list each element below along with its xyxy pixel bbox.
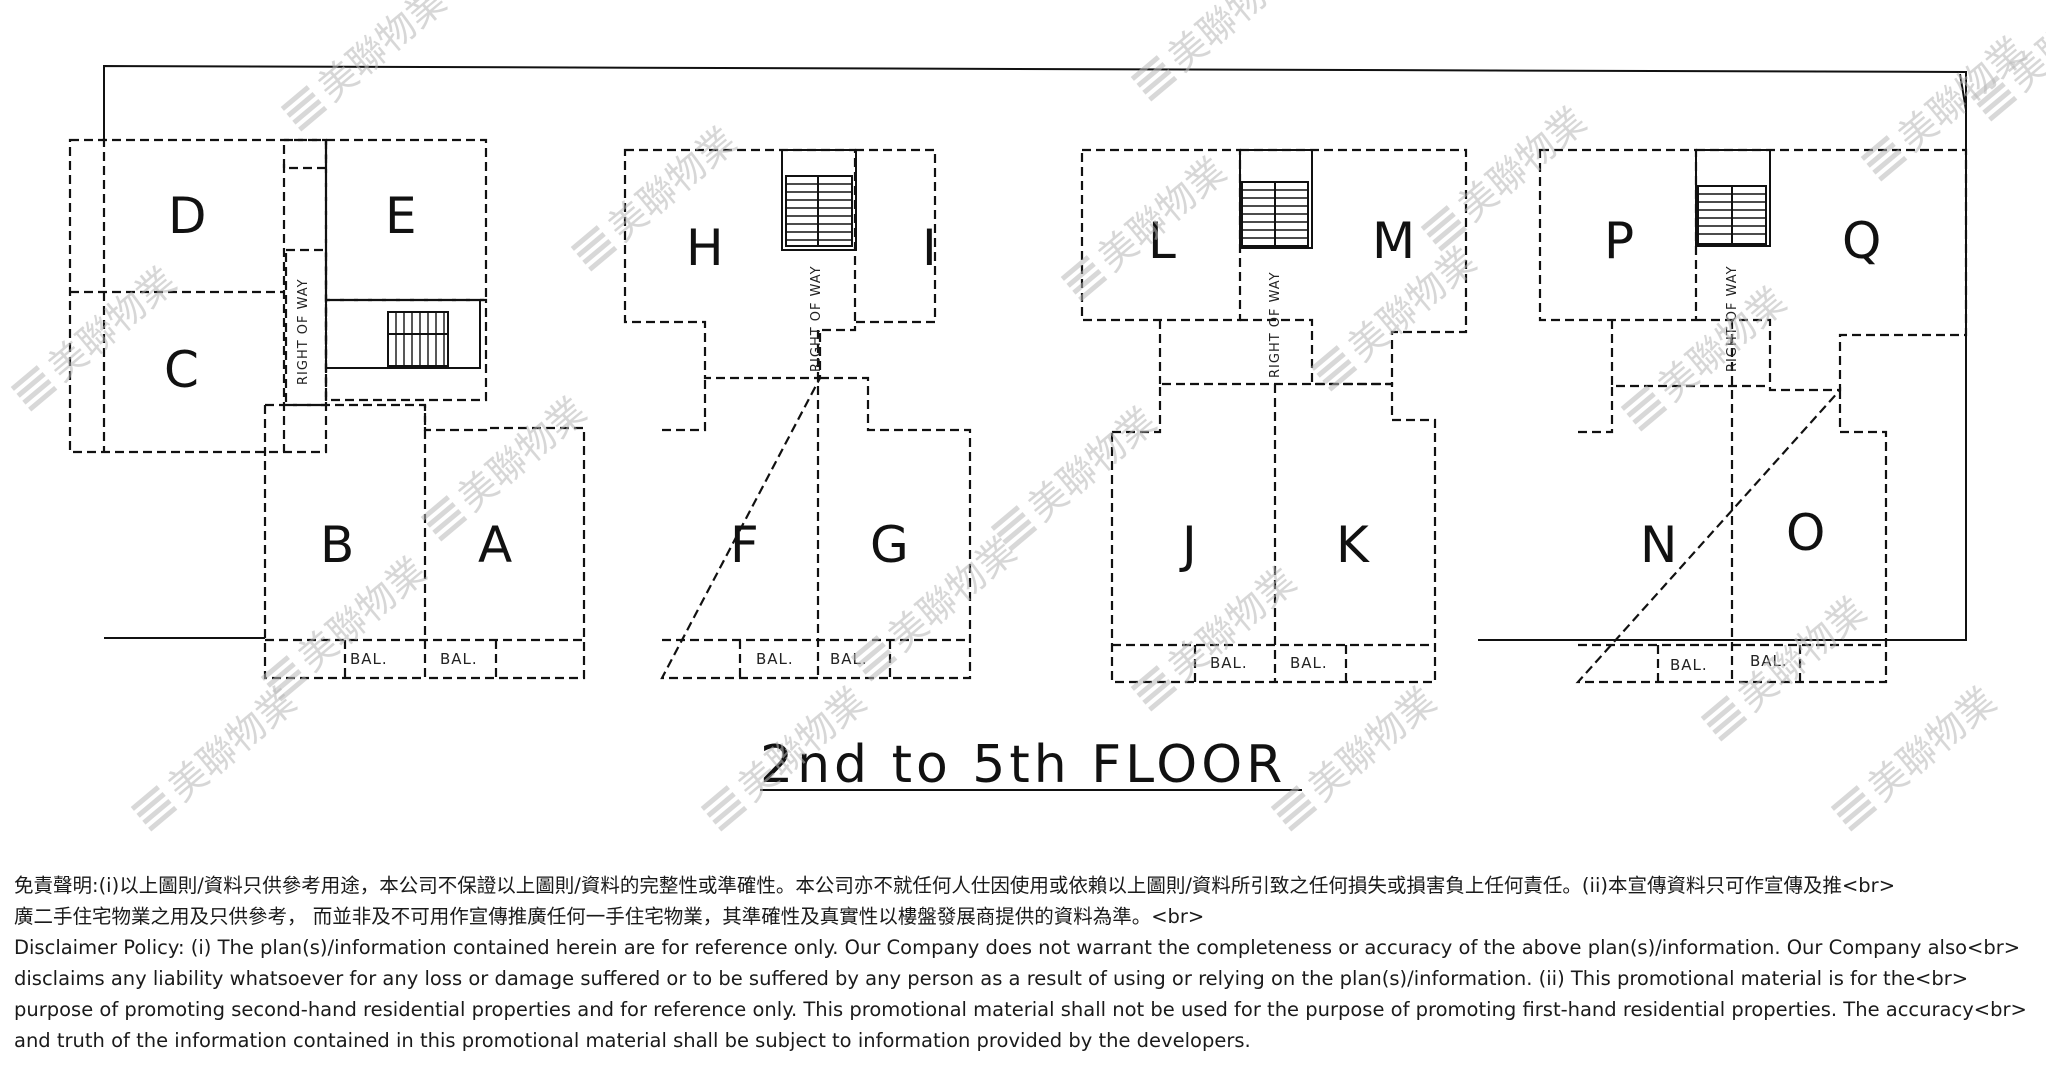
watermark-logo: 美聯物業: [1700, 588, 1874, 742]
unit-label-q: Q: [1842, 212, 1881, 270]
staircase-block-3: [1239, 149, 1313, 249]
balcony-label-a: BAL.: [440, 650, 478, 668]
balcony-label-f: BAL.: [756, 650, 794, 668]
unit-label-d: D: [168, 187, 207, 245]
balcony-label-n: BAL.: [1670, 656, 1708, 674]
unit-label-p: P: [1604, 212, 1634, 270]
watermark-logo: 美聯物業: [1620, 278, 1794, 432]
unit-label-h: H: [686, 219, 724, 277]
unit-label-e: E: [385, 187, 417, 245]
disclaimer-line-2: 廣二手住宅物業之用及只供參考， 而並非及不可用作宣傳推廣任何一手住宅物業，其準確…: [14, 905, 1205, 928]
watermark-text: 美聯物業: [1160, 0, 1305, 80]
watermark-logo: 美聯物業: [280, 0, 455, 132]
disclaimer-line-3: Disclaimer Policy: (i) The plan(s)/infor…: [14, 936, 2021, 959]
unit-label-m: M: [1372, 212, 1415, 270]
watermark-text: 美聯物業: [1300, 678, 1445, 809]
unit-label-g: G: [870, 516, 909, 574]
disclaimer-line-4: disclaims any liability whatsoever for a…: [14, 967, 1969, 990]
watermark-logo: 美聯物業: [1270, 678, 1445, 832]
watermark-logo: 美聯物業: [130, 678, 305, 832]
watermark-text: 美聯物業: [1450, 98, 1595, 229]
staircase-block-4: [1695, 149, 1771, 247]
floor-plan: RIGHT OF WAY RIGHT OF WAY RIGHT OF WAY R…: [10, 0, 2046, 832]
watermark-logo: 美聯物業: [1130, 0, 1305, 102]
unit-label-a: A: [478, 516, 512, 574]
watermark-text: 美聯物業: [1860, 678, 2005, 809]
unit-label-l: L: [1148, 212, 1176, 270]
staircase-block-2: [781, 149, 857, 251]
unit-label-k: K: [1336, 516, 1370, 574]
site-boundary: [103, 64, 1967, 641]
watermark-logo: 美聯物業: [1060, 148, 1234, 302]
watermark-text: 美聯物業: [40, 258, 185, 389]
block-2: [623, 148, 972, 680]
watermark-text: 美聯物業: [160, 678, 305, 809]
floor-title: 2nd to 5th FLOOR: [760, 735, 1286, 795]
watermark-text: 美聯物業: [310, 0, 455, 110]
watermark-logo: 美聯物業: [1130, 558, 1304, 712]
watermark-logo: 美聯物業: [990, 398, 1165, 552]
balcony-label-k: BAL.: [1290, 654, 1328, 672]
watermark-logo: 美聯物業: [1830, 678, 2005, 832]
balcony-label-o: BAL.: [1750, 652, 1788, 670]
watermark-text: 美聯物業: [450, 388, 595, 519]
unit-label-f: F: [730, 516, 759, 574]
unit-label-o: O: [1786, 504, 1825, 562]
unit-label-c: C: [164, 341, 199, 399]
balcony-label-b: BAL.: [350, 650, 388, 668]
disclaimer-line-1: 免責聲明:(i)以上圖則/資料只供參考用途，本公司不保證以上圖則/資料的完整性或…: [14, 874, 1896, 897]
unit-label-j: J: [1179, 516, 1197, 574]
disclaimer-line-5: purpose of promoting second-hand residen…: [14, 998, 2027, 1021]
watermark-logo: 美聯物業: [1860, 28, 2035, 182]
right-of-way-label-1: RIGHT OF WAY: [296, 278, 311, 385]
balcony-label-j: BAL.: [1210, 654, 1248, 672]
disclaimer-line-6: and truth of the information contained i…: [14, 1029, 1251, 1052]
block-1: [68, 138, 586, 680]
watermark-logo: 美聯物業: [10, 258, 185, 412]
right-of-way-label-3: RIGHT OF WAY: [1268, 271, 1283, 378]
staircase-block-1: [325, 299, 481, 369]
right-of-way-label-2: RIGHT OF WAY: [809, 265, 824, 372]
block-3: [1080, 148, 1468, 684]
watermark-text: 美聯物業: [1020, 398, 1165, 529]
unit-label-b: B: [320, 516, 354, 574]
unit-label-n: N: [1640, 516, 1677, 574]
right-of-way-label-4: RIGHT OF WAY: [1725, 265, 1740, 372]
watermark-text: 美聯物業: [1890, 28, 2035, 159]
unit-label-i: I: [922, 219, 937, 277]
block-4: [1538, 148, 1968, 684]
watermark-layer: 美聯物業美聯物業美聯物業美聯物業美聯物業美聯物業美聯物業美聯物業美聯物業美聯物業…: [10, 0, 2046, 832]
disclaimer-text: 免責聲明:(i)以上圖則/資料只供參考用途，本公司不保證以上圖則/資料的完整性或…: [14, 870, 2034, 1056]
watermark-logo: 美聯物業: [1420, 98, 1595, 252]
